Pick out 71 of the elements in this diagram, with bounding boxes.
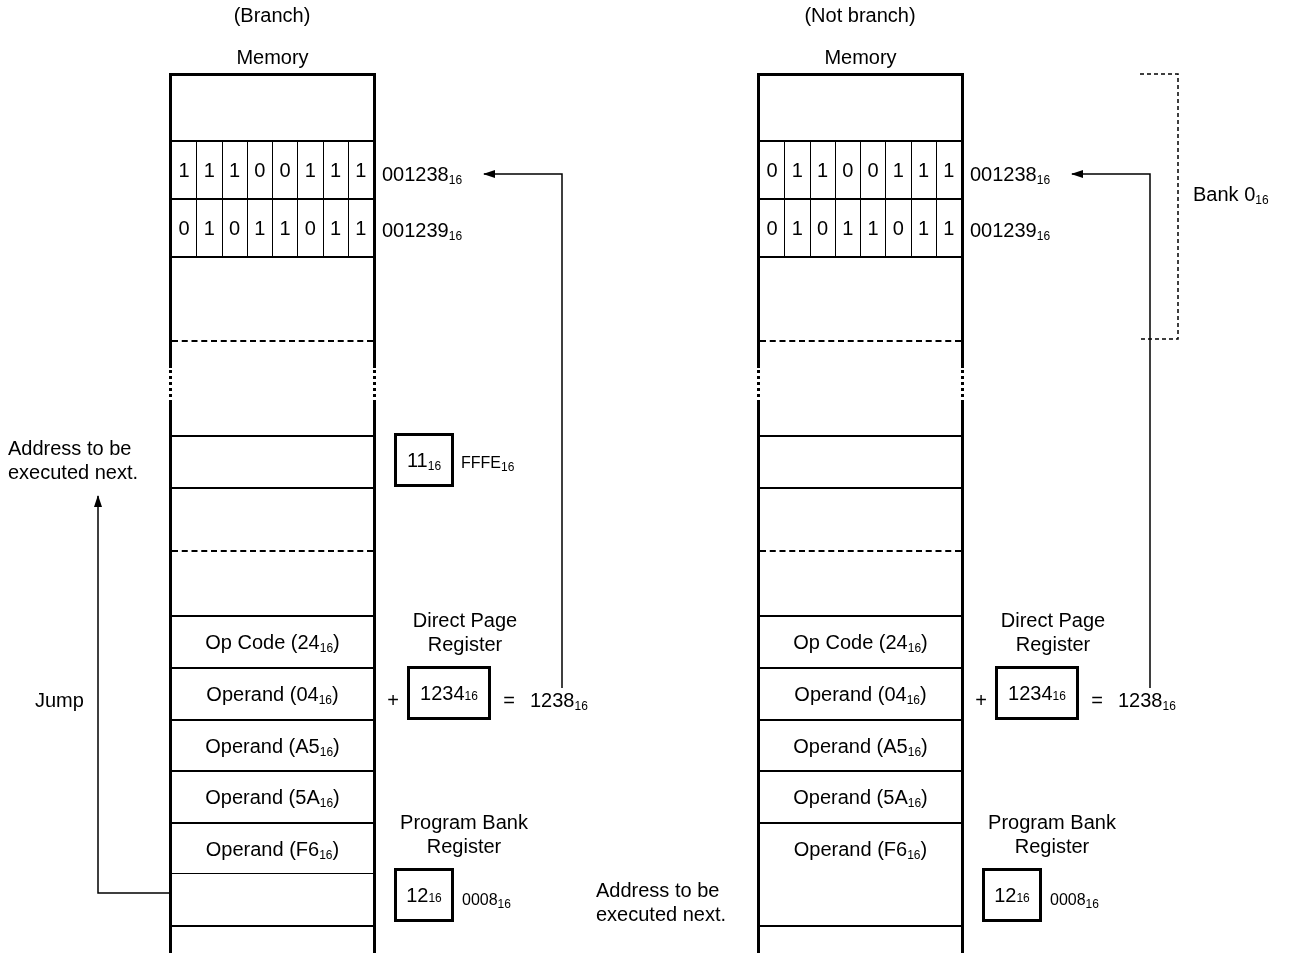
label-text: Bank 0$_{16}$ [1193,182,1270,206]
address-text: 0008$_{16}$ [1050,890,1099,912]
bit-cell: 1 [885,142,911,198]
bit-cell: 1 [322,200,348,256]
address-text: 001239$_{16}$ [382,218,464,242]
bit-cell: 1 [272,200,298,256]
cell-text: Operand (04$_{16}$) [206,682,339,709]
bit-cell: 0 [834,142,860,198]
bit-cell: 1 [935,142,961,198]
address-text: FFFE$_{16}$ [461,453,515,475]
address-text: 1238$_{16}$ [1118,688,1177,712]
cell-text: Operand (F6$_{16}$) [793,837,928,864]
register-box [394,433,454,487]
label-text: + [386,688,400,712]
memory-label: Memory [823,45,898,69]
label-text: = [502,688,516,712]
register-label: Program Bank Register [987,810,1117,858]
bit-cell-text: 0 [177,216,191,241]
cell-text: Operand (A5$_{16}$) [205,734,340,761]
cell-text: Operand (A5$_{16}$) [793,734,928,761]
bit-cell: 1 [784,142,810,198]
address-text: 001238$_{16}$ [382,162,464,186]
bit-cell: 1 [910,142,936,198]
bit-cell: 1 [347,142,373,198]
bit-cell: 1 [834,200,860,256]
bit-cell: 1 [809,142,835,198]
bit-cell: 1 [221,142,247,198]
arrow [94,495,170,894]
cell-text: Operand (5A$_{16}$) [205,785,340,812]
label-text: (Branch) [232,3,312,27]
bit-cell-text: 1 [177,158,191,183]
label-text: (Not branch) [803,3,917,27]
bit-cell: 1 [196,200,222,256]
label-text: = [1090,688,1104,712]
memory-label: Memory [235,45,310,69]
register-label: Direct Page Register [411,608,519,656]
register-label: Program Bank Register [399,810,529,858]
bit-cell: 1 [860,200,886,256]
address-text: Address to be executed next. [8,436,140,484]
bit-cell-text: 0 [765,216,779,241]
label-text: + [974,688,988,712]
bit-cell: 1 [246,200,272,256]
address-text: 0008$_{16}$ [462,890,511,912]
bit-cell: 1 [935,200,961,256]
cell-text: Op Code (24$_{16}$) [793,630,928,657]
bit-cell: 0 [860,142,886,198]
bit-cell: 0 [246,142,272,198]
address-text: 001239$_{16}$ [970,218,1052,242]
cell-text: Operand (5A$_{16}$) [793,785,928,812]
bit-cell: 0 [297,200,323,256]
bit-cell: 1 [784,200,810,256]
bit-cell: 0 [885,200,911,256]
address-text: 1238$_{16}$ [530,688,589,712]
bit-cell: 1 [297,142,323,198]
arrow [1071,170,1151,689]
bit-cell: 1 [347,200,373,256]
label-text: Address to be executed next. [596,878,728,926]
bit-cell-text: 0 [765,158,779,183]
bit-cell: 0 [221,200,247,256]
bit-cell: 0 [809,200,835,256]
bit-cell: 0 [272,142,298,198]
register-label: Direct Page Register [999,608,1107,656]
bit-cell: 1 [910,200,936,256]
cell-text: Op Code (24$_{16}$) [205,630,340,657]
arrow [483,170,563,689]
address-text: 001238$_{16}$ [970,162,1052,186]
cell-text: Operand (F6$_{16}$) [205,837,340,864]
bit-cell: 1 [322,142,348,198]
cell-text: Operand (04$_{16}$) [794,682,927,709]
bit-cell: 1 [196,142,222,198]
register-value: 11$_{16}$ [406,448,442,475]
